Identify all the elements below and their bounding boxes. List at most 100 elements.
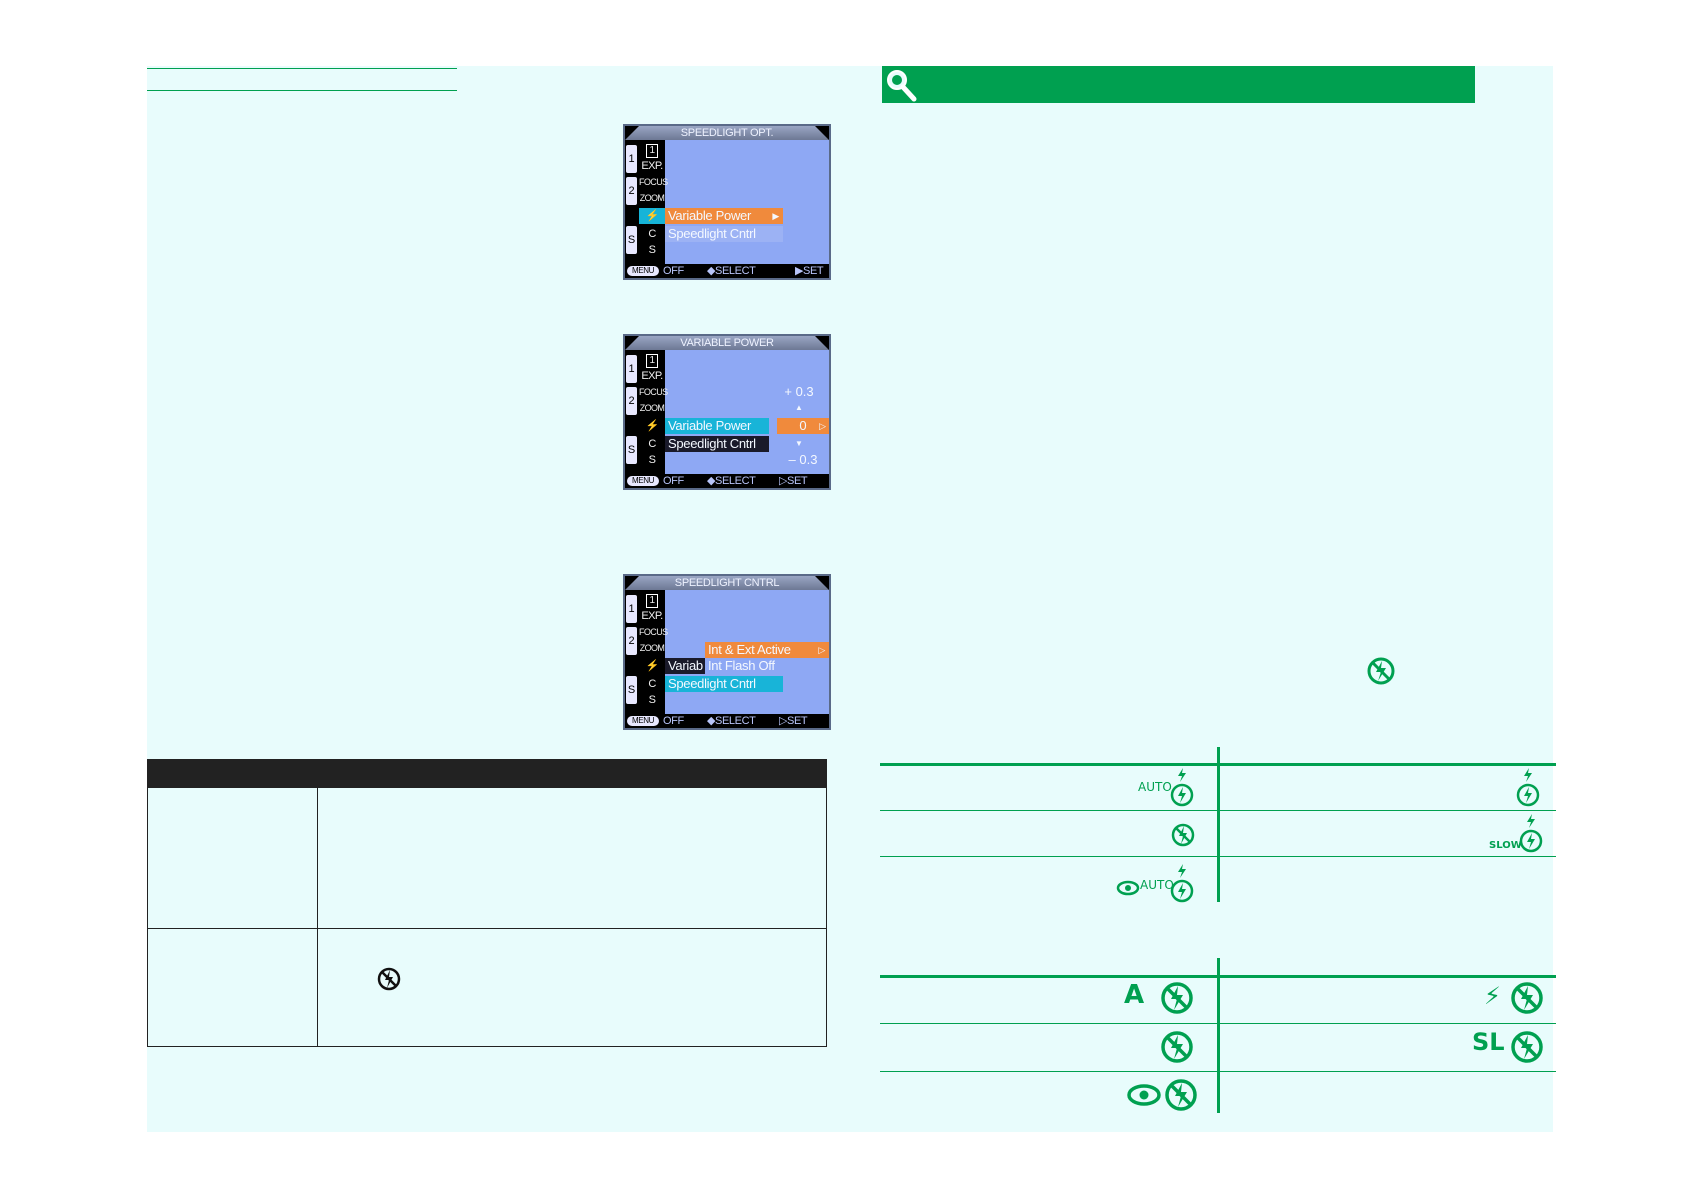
lcd-footer: MENU OFF ◆SELECT ▷SET (625, 714, 829, 728)
value-zero[interactable]: 0▷ (777, 418, 829, 434)
menu-icon-1: 1 (639, 592, 665, 608)
footer-set: ▶SET (795, 265, 824, 277)
value-up-arrow-icon[interactable]: ▲ (795, 403, 803, 412)
section-rule-bottom (147, 90, 457, 91)
menu-button-icon: MENU (627, 476, 659, 486)
menu-icon-focus: FOCUS (639, 387, 668, 397)
value-plus[interactable]: + 0.3 (784, 384, 814, 399)
lcd-tab-strip: 1 2 S (625, 590, 639, 714)
lcd-speedlight-cntrl: SPEEDLIGHT CNTRL 1 2 S 1 EXP. FOCUS ZOOM… (623, 574, 831, 730)
flash-cancel-icon (1511, 1031, 1543, 1063)
red-eye-auto-label: AUTO (1140, 878, 1174, 892)
option-int-flash-off[interactable]: Int Flash Off (705, 658, 829, 674)
lcd-tab-2[interactable]: 2 (626, 387, 637, 415)
red-eye-icon (1116, 880, 1140, 896)
menu-icon-zoom: ZOOM (639, 643, 665, 653)
lcd-tab-1[interactable]: 1 (626, 145, 637, 173)
menu-item-variable-power[interactable]: Variable Power (665, 418, 769, 434)
menu-icon-focus: FOCUS (639, 627, 668, 637)
lcd-tab-s[interactable]: S (626, 436, 637, 464)
menu-icon-zoom: ZOOM (639, 193, 665, 203)
flash-cancel-icon (1511, 982, 1543, 1014)
table1-column-divider (1217, 747, 1220, 902)
lcd-tab-strip: 1 2 S (625, 140, 639, 264)
menu-icon-c: C (648, 438, 656, 450)
lcd-tab-strip: 1 2 S (625, 350, 639, 474)
menu-icon-c: C (648, 678, 656, 690)
submenu-arrow-icon: ▷ (819, 421, 826, 431)
flash-cancel-icon (1367, 657, 1395, 685)
menu-item-speedlight-cntrl[interactable]: Speedlight Cntrl (665, 676, 783, 692)
lcd-variable-power: VARIABLE POWER 1 2 S 1 EXP. FOCUS ZOOM ⚡… (623, 334, 831, 490)
flash-cancel-icon (1161, 982, 1193, 1014)
lcd-tab-s[interactable]: S (626, 676, 637, 704)
tip-header-bar (882, 66, 1475, 103)
menu-icon-s: S (648, 454, 656, 466)
lcd-tab-2[interactable]: 2 (626, 177, 637, 205)
flash-cancel-icon (1165, 1079, 1197, 1111)
table-column-divider (317, 760, 318, 1046)
flash-cancel-icon (1161, 1031, 1193, 1063)
lcd-tab-1[interactable]: 1 (626, 355, 637, 383)
footer-set: ▷SET (779, 475, 808, 487)
lcd-title: VARIABLE POWER (625, 336, 829, 350)
slow-sync-label: SLOW (1489, 840, 1522, 851)
menu-icon-exp: EXP. (641, 610, 663, 622)
settings-table (147, 759, 827, 1047)
lcd-title: SPEEDLIGHT CNTRL (625, 576, 829, 590)
menu-item-speedlight-cntrl[interactable]: Speedlight Cntrl (665, 226, 783, 242)
auto-flash-label: AUTO (1138, 780, 1172, 794)
lcd-title: SPEEDLIGHT OPT. (625, 126, 829, 140)
slow-sync-icon (1519, 814, 1543, 853)
lcd-tab-2[interactable]: 2 (626, 627, 637, 655)
magnifier-icon (882, 66, 918, 103)
lcd-icon-column: 1 EXP. FOCUS ZOOM ⚡ C S (639, 590, 668, 714)
menu-item-variable-power[interactable]: Variable Power▶ (665, 208, 783, 224)
fill-flash-icon (1516, 768, 1540, 807)
value-minus[interactable]: – 0.3 (788, 452, 818, 467)
lcd-footer: MENU OFF ◆SELECT ▶SET (625, 264, 829, 278)
lcd-tab-1[interactable]: 1 (626, 595, 637, 623)
footer-off: OFF (663, 265, 684, 277)
lcd-tab-s[interactable]: S (626, 226, 637, 254)
lcd-screen: VARIABLE POWER 1 2 S 1 EXP. FOCUS ZOOM ⚡… (625, 336, 829, 488)
page-background (147, 66, 1553, 1132)
table2-row-rule (880, 1023, 1556, 1024)
auto-flash-icon (1170, 864, 1194, 903)
menu-icon-c: C (648, 228, 656, 240)
option-int-ext-active[interactable]: Int & Ext Active▷ (705, 642, 829, 658)
menu-item-speedlight-cntrl[interactable]: Speedlight Cntrl (665, 436, 769, 452)
flash-icon: ⚡ (645, 660, 659, 672)
table-header (148, 760, 826, 788)
submenu-arrow-icon: ▶ (772, 211, 779, 221)
lcd-footer: MENU OFF ◆SELECT ▷SET (625, 474, 829, 488)
menu-icon-exp: EXP. (641, 160, 663, 172)
table1-row-rule (880, 810, 1556, 811)
flash-icon: ⚡ (645, 420, 659, 432)
menu-icon-1: 1 (639, 142, 665, 158)
menu-item-variable-power-partial[interactable]: Variab (665, 658, 705, 674)
menu-icon-s: S (648, 244, 656, 256)
flash-icon: ⚡ (639, 208, 665, 224)
menu-icon-focus: FOCUS (639, 177, 668, 187)
table2-header-rule (880, 975, 1556, 978)
footer-select: ◆SELECT (707, 265, 756, 277)
table2-row-rule (880, 1071, 1556, 1072)
table-row-divider (148, 928, 826, 929)
lcd-screen: SPEEDLIGHT OPT. 1 2 S 1 EXP. FOCUS ZOOM … (625, 126, 829, 278)
flash-bolt-glyph: ⚡ (1484, 982, 1501, 1010)
table2-column-divider (1217, 958, 1220, 1113)
menu-button-icon: MENU (627, 266, 659, 276)
auto-mode-letter: A (1124, 980, 1145, 1010)
table1-row-rule (880, 856, 1556, 857)
table1-header-rule (880, 763, 1556, 766)
footer-select: ◆SELECT (707, 475, 756, 487)
submenu-arrow-icon: ▷ (818, 645, 825, 655)
value-down-arrow-icon[interactable]: ▼ (795, 439, 803, 448)
lcd-icon-column: 1 EXP. FOCUS ZOOM ⚡ C S (639, 140, 668, 264)
footer-off: OFF (663, 475, 684, 487)
menu-icon-zoom: ZOOM (639, 403, 665, 413)
menu-button-icon: MENU (627, 716, 659, 726)
footer-select: ◆SELECT (707, 715, 756, 727)
menu-icon-exp: EXP. (641, 370, 663, 382)
